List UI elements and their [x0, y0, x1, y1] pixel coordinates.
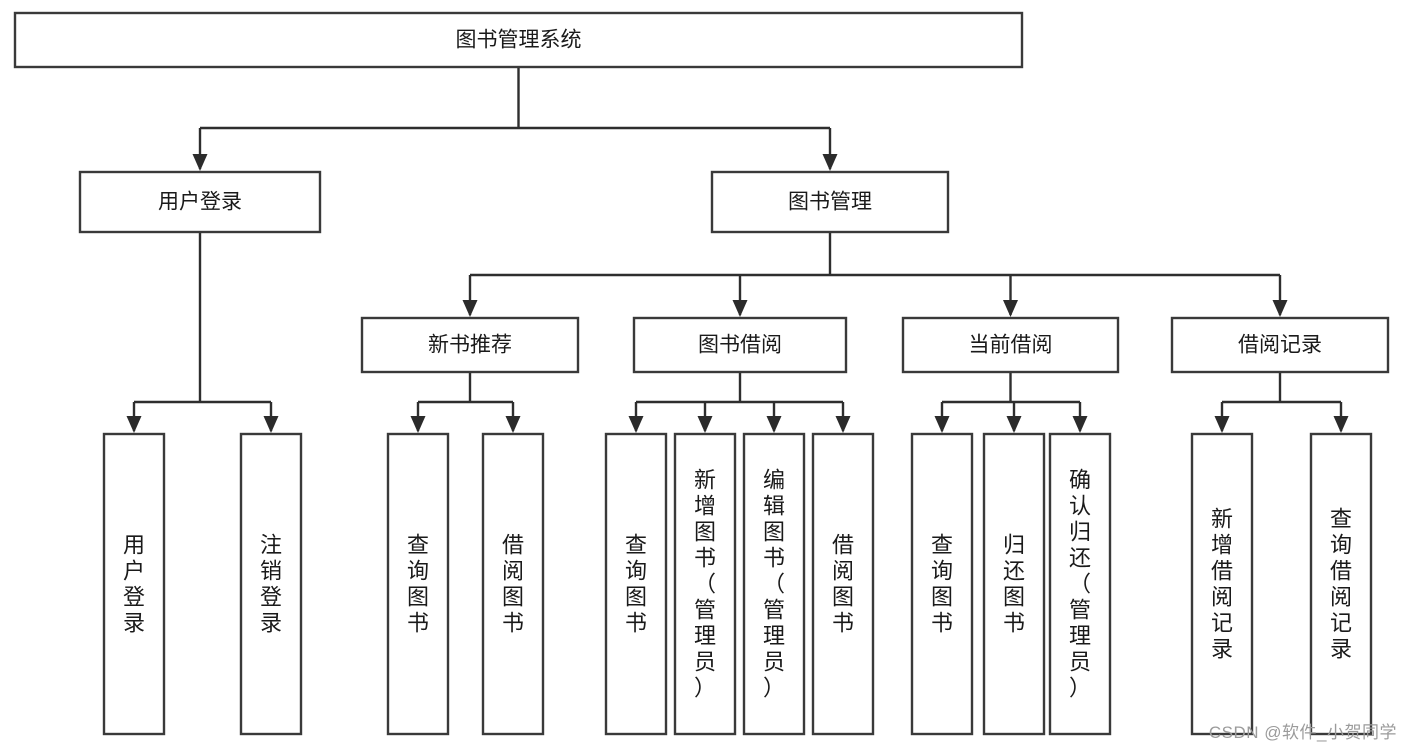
node-label: 确认归还（管理员） — [1069, 467, 1091, 700]
node-box-rect — [78, 170, 322, 234]
node-label: 查询借阅记录 — [1330, 506, 1352, 661]
arrow-head-icon — [732, 300, 748, 317]
node-label: 新增借阅记录 — [1211, 506, 1233, 661]
node-box-rect — [710, 170, 950, 234]
node-label: 借阅记录 — [1238, 334, 1322, 357]
connectors-layer — [126, 67, 1349, 433]
node-box-rect — [632, 316, 848, 374]
node-leaf-query-book-2[interactable]: 查询图书 — [604, 432, 668, 736]
node-label: 归还图书 — [1003, 532, 1025, 635]
node-book-manage[interactable]: 图书管理 — [710, 170, 950, 234]
node-label: 图书管理 — [788, 191, 872, 214]
node-label: 查询图书 — [931, 532, 953, 635]
node-leaf-logout[interactable]: 注销登录 — [239, 432, 303, 736]
node-borrow-record[interactable]: 借阅记录 — [1170, 316, 1390, 374]
node-root-title[interactable]: 图书管理系统 — [13, 11, 1024, 69]
arrow-head-icon — [192, 154, 208, 171]
node-box-rect — [1170, 316, 1390, 374]
node-label: 借阅图书 — [502, 532, 524, 635]
node-box-rect — [13, 11, 1024, 69]
node-leaf-borrow-book-1[interactable]: 借阅图书 — [481, 432, 545, 736]
arrow-head-icon — [462, 300, 478, 317]
node-label: 用户登录 — [158, 191, 242, 214]
node-box-rect — [1048, 432, 1112, 736]
node-leaf-borrow-book-2[interactable]: 借阅图书 — [811, 432, 875, 736]
node-leaf-user-login[interactable]: 用户登录 — [102, 432, 166, 736]
arrow-head-icon — [1006, 416, 1022, 433]
node-label: 图书借阅 — [698, 334, 782, 357]
node-box-rect — [982, 432, 1046, 736]
node-label: 查询图书 — [625, 532, 647, 635]
node-label: 新增图书（管理员） — [694, 467, 716, 700]
node-book-borrow[interactable]: 图书借阅 — [632, 316, 848, 374]
nodes-layer: 图书管理系统用户登录图书管理新书推荐图书借阅当前借阅借阅记录用户登录注销登录查询… — [13, 11, 1390, 736]
arrow-head-icon — [1272, 300, 1288, 317]
node-box-rect — [604, 432, 668, 736]
arrow-head-icon — [822, 154, 838, 171]
arrow-head-icon — [697, 416, 713, 433]
arrow-head-icon — [410, 416, 426, 433]
node-leaf-add-record[interactable]: 新增借阅记录 — [1190, 432, 1254, 736]
arrow-head-icon — [835, 416, 851, 433]
node-box-rect — [239, 432, 303, 736]
node-leaf-edit-book[interactable]: 编辑图书（管理员） — [742, 432, 806, 736]
node-leaf-query-record[interactable]: 查询借阅记录 — [1309, 432, 1373, 736]
node-label: 用户登录 — [123, 532, 145, 635]
arrow-head-icon — [126, 416, 142, 433]
node-label: 编辑图书（管理员） — [763, 467, 785, 700]
node-label: 新书推荐 — [428, 334, 512, 357]
node-current-borrow[interactable]: 当前借阅 — [901, 316, 1120, 374]
arrow-head-icon — [263, 416, 279, 433]
node-box-rect — [386, 432, 450, 736]
node-leaf-confirm-return[interactable]: 确认归还（管理员） — [1048, 432, 1112, 736]
node-box-rect — [742, 432, 806, 736]
node-leaf-add-book[interactable]: 新增图书（管理员） — [673, 432, 737, 736]
node-box-rect — [811, 432, 875, 736]
arrow-head-icon — [1072, 416, 1088, 433]
node-leaf-query-book-1[interactable]: 查询图书 — [386, 432, 450, 736]
node-box-rect — [102, 432, 166, 736]
arrow-head-icon — [1333, 416, 1349, 433]
node-box-rect — [360, 316, 580, 374]
node-label: 查询图书 — [407, 532, 429, 635]
node-box-rect — [1190, 432, 1254, 736]
node-box-rect — [901, 316, 1120, 374]
node-label: 借阅图书 — [832, 532, 854, 635]
node-leaf-query-book-3[interactable]: 查询图书 — [910, 432, 974, 736]
arrow-head-icon — [1003, 300, 1018, 317]
arrow-head-icon — [505, 416, 521, 433]
arrow-head-icon — [1214, 416, 1230, 433]
node-user-login[interactable]: 用户登录 — [78, 170, 322, 234]
node-leaf-return-book[interactable]: 归还图书 — [982, 432, 1046, 736]
node-box-rect — [1309, 432, 1373, 736]
node-label: 图书管理系统 — [456, 29, 582, 52]
node-box-rect — [910, 432, 974, 736]
node-label: 注销登录 — [260, 532, 282, 635]
node-box-rect — [673, 432, 737, 736]
arrow-head-icon — [934, 416, 950, 433]
node-box-rect — [481, 432, 545, 736]
arrow-head-icon — [628, 416, 644, 433]
node-new-book-recommend[interactable]: 新书推荐 — [360, 316, 580, 374]
node-label: 当前借阅 — [969, 334, 1053, 357]
arrow-head-icon — [766, 416, 782, 433]
